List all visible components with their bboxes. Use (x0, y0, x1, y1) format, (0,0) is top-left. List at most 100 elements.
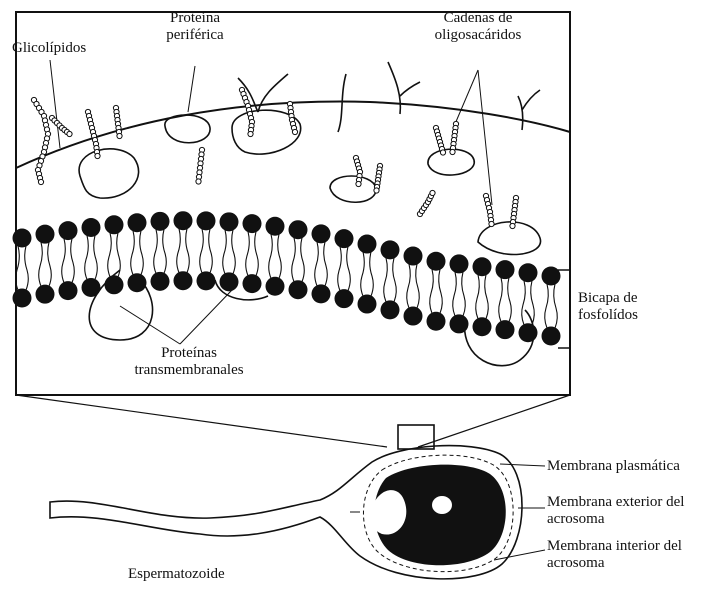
lipid-head (542, 267, 561, 286)
lipid-tail (177, 229, 181, 273)
lipid-tail (292, 238, 296, 282)
lipid-tail (39, 242, 43, 286)
lipid-head (335, 229, 354, 248)
lipid-tail (154, 229, 158, 273)
phospholipid-tails (16, 229, 558, 328)
lipid-head (105, 215, 124, 234)
oligosaccharide-chain (388, 62, 420, 114)
lipid-head (197, 211, 216, 230)
oligosaccharide-chain (338, 74, 346, 132)
sugar-bead (196, 179, 201, 184)
label-line: Cadenas de (418, 10, 538, 27)
lipid-tail (462, 272, 466, 316)
leader-cadenas-b (478, 70, 492, 205)
lipid-tail (499, 278, 503, 322)
label-proteinas-transmembranales: Proteínas transmembranales (124, 345, 254, 379)
lipid-head (174, 271, 193, 290)
label-membrana-plasmatica: Membrana plasmática (547, 458, 680, 475)
glycoprotein-blob (478, 222, 541, 255)
sugar-bead (356, 181, 361, 186)
lipid-tail (347, 247, 351, 291)
lipid-tail (361, 252, 365, 296)
lipid-head (266, 217, 285, 236)
sugar-bead (292, 129, 297, 134)
label-line: acrosoma (547, 511, 684, 528)
lipid-head (151, 272, 170, 291)
lipid-tail (508, 278, 512, 322)
lipid-tail (554, 284, 558, 328)
lipid-head (289, 220, 308, 239)
lipid-tail (416, 264, 420, 308)
leader-cadenas-a (455, 70, 478, 124)
nucleus-vacuole-small (432, 496, 452, 514)
lipid-tail (439, 269, 443, 313)
zoom-line-left (16, 395, 387, 447)
lipid-tail (71, 239, 75, 283)
lipid-tail (163, 229, 167, 273)
label-proteina-periferica: Proteína periférica (150, 10, 240, 44)
lipid-tail (269, 234, 273, 278)
lipid-tail (301, 238, 305, 282)
lipid-head (220, 212, 239, 231)
lipid-head (496, 260, 515, 279)
sugar-bead (67, 131, 72, 136)
sugar-bead (430, 190, 435, 195)
label-line: periférica (150, 27, 240, 44)
lipid-tail (430, 269, 434, 313)
lipid-head (82, 218, 101, 237)
leader-glicolipidos (50, 60, 60, 148)
label-membrana-interior: Membrana interior del acrosoma (547, 538, 682, 572)
lipid-tail (315, 242, 319, 286)
lipid-head (36, 225, 55, 244)
label-line: Proteínas (124, 345, 254, 362)
sugar-bead (450, 149, 455, 154)
label-espermatozoide: Espermatozoide (128, 566, 225, 583)
label-line: Bicapa de (578, 290, 638, 307)
label-line: acrosoma (547, 555, 682, 572)
lipid-head (450, 314, 469, 333)
lipid-head (220, 272, 239, 291)
lipid-head (105, 275, 124, 294)
lipid-head (197, 271, 216, 290)
lipid-tail (485, 275, 489, 319)
lipid-tail (522, 281, 526, 325)
label-line: oligosacáridos (418, 27, 538, 44)
lipid-tail (209, 229, 213, 273)
lipid-tail (255, 232, 259, 276)
lipid-head (243, 214, 262, 233)
lipid-tail (324, 242, 328, 286)
lipid-head (450, 254, 469, 273)
label-cadenas-oligosacaridos: Cadenas de oligosacáridos (418, 10, 538, 44)
label-line: transmembranales (124, 362, 254, 379)
lipid-tail (246, 232, 250, 276)
lipid-head (312, 224, 331, 243)
lipid-tail (338, 247, 342, 291)
peripheral-protein-blob (165, 115, 210, 143)
lipid-tail (393, 258, 397, 302)
lipid-tail (108, 233, 112, 277)
label-membrana-exterior: Membrana exterior del acrosoma (547, 494, 684, 528)
lipid-head (13, 289, 32, 308)
lipid-head (243, 274, 262, 293)
lipid-tail (370, 252, 374, 296)
label-glicolipidos: Glicolípidos (12, 40, 86, 57)
sugar-bead (38, 179, 43, 184)
sugar-bead (248, 131, 253, 136)
lipid-tail (25, 246, 29, 290)
zoom-line-right (418, 395, 570, 447)
lipid-tail (223, 230, 227, 274)
lipid-head (496, 320, 515, 339)
sugar-bead (374, 188, 379, 193)
lipid-tail (131, 231, 135, 275)
lipid-head (266, 277, 285, 296)
leader-proteinas-b (180, 290, 232, 344)
sugar-bead (510, 223, 515, 228)
lipid-head (36, 285, 55, 304)
glycoprotein-blob (330, 176, 376, 202)
sugar-bead (117, 133, 122, 138)
lipid-head (174, 211, 193, 230)
lipid-tail (200, 229, 204, 273)
lipid-head (128, 213, 147, 232)
lipid-head (519, 263, 538, 282)
